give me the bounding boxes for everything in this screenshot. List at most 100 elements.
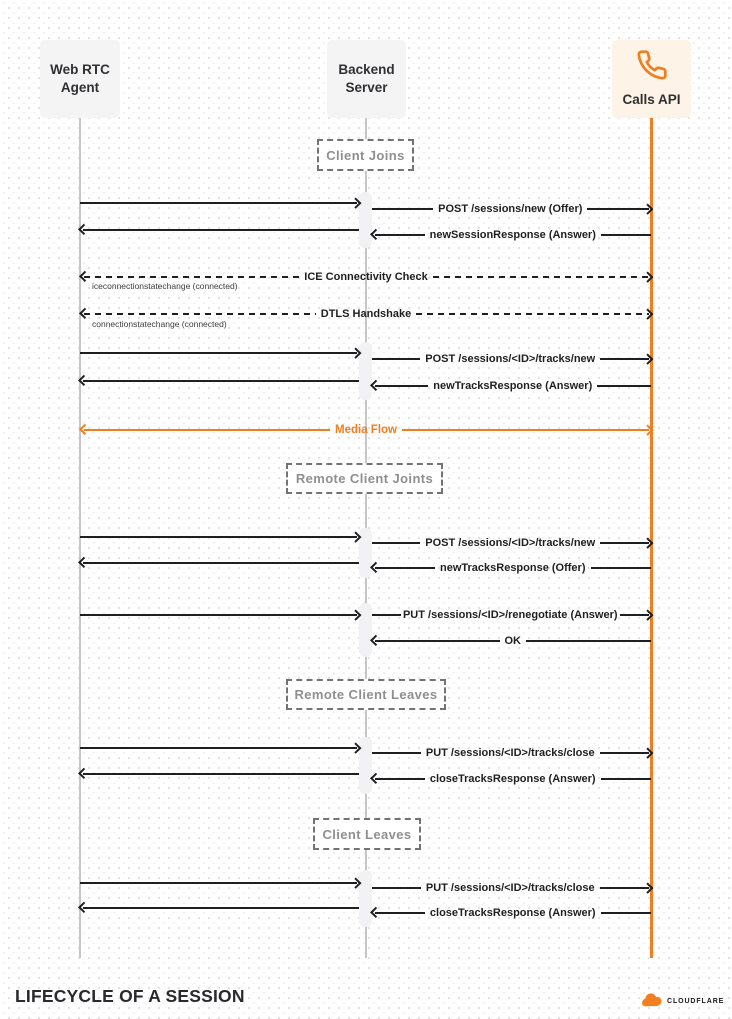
message-label: POST /sessions/<ID>/tracks/new	[425, 537, 596, 549]
arrow-line	[402, 429, 649, 431]
message-arrow-right	[80, 346, 361, 360]
message-label: Media Flow	[335, 424, 397, 436]
arrowhead-right-icon	[641, 882, 653, 894]
message-label: PUT /sessions/<ID>/renegotiate (Answer)	[402, 609, 618, 621]
message-arrow-both: ICE Connectivity Check	[79, 270, 653, 284]
arrow-line	[83, 429, 331, 431]
message-arrow-right: PUT /sessions/<ID>/tracks/close	[372, 881, 653, 895]
message-label: closeTracksResponse (Answer)	[429, 773, 596, 785]
event-annotation: iceconnectionstatechange (connected)	[92, 281, 238, 291]
message-arrow-left: OK	[370, 634, 651, 648]
arrow-line	[600, 778, 651, 780]
arrowhead-right-icon	[641, 609, 653, 621]
arrow-line	[597, 385, 652, 387]
phase-label: Remote Client Joints	[295, 471, 434, 486]
arrowhead-left-icon	[78, 557, 90, 569]
arrow-line	[372, 208, 434, 210]
arrowhead-right-icon	[641, 203, 653, 215]
arrow-line	[82, 380, 359, 382]
arrowhead-left-icon	[79, 308, 91, 320]
message-label: OK	[504, 635, 522, 647]
phone-icon	[636, 49, 668, 86]
cloudflare-logo-icon	[639, 991, 664, 1012]
phase-label: Remote Client Leaves	[294, 687, 438, 702]
arrow-line	[590, 567, 651, 569]
actor-label: Server	[345, 80, 388, 95]
message-label: DTLS Handshake	[320, 308, 412, 320]
activation-bar	[359, 603, 372, 657]
message-arrow-left: newTracksResponse (Answer)	[370, 379, 652, 393]
arrow-line	[372, 614, 401, 616]
message-arrow-left	[78, 374, 359, 388]
arrow-line	[372, 887, 421, 889]
arrow-line	[80, 536, 357, 538]
arrow-dashed-line	[83, 275, 300, 279]
message-label: PUT /sessions/<ID>/tracks/close	[425, 882, 595, 894]
arrowhead-right-icon	[641, 353, 653, 365]
arrowhead-right-icon	[349, 197, 361, 209]
arrowhead-right-icon	[349, 531, 361, 543]
arrowhead-left-icon	[79, 424, 91, 436]
message-label: ICE Connectivity Check	[304, 271, 428, 283]
actor-calls-api: Calls API	[612, 40, 691, 118]
actor-webrtc-agent: Web RTC Agent	[40, 40, 120, 118]
message-arrow-left	[78, 901, 359, 915]
activation-bar	[359, 192, 372, 248]
arrowhead-right-icon	[349, 877, 361, 889]
arrowhead-right-icon	[349, 609, 361, 621]
actor-label: Calls API	[622, 91, 681, 107]
cloudflare-brand: CLOUDFLARE	[639, 991, 724, 1012]
message-label: closeTracksResponse (Answer)	[429, 907, 596, 919]
message-arrow-left	[78, 223, 359, 237]
arrowhead-left-icon	[78, 224, 90, 236]
activation-bar	[359, 342, 372, 400]
message-arrow-left	[78, 556, 359, 570]
phase-remote-client-leaves: Remote Client Leaves	[286, 679, 446, 710]
arrow-line	[600, 912, 651, 914]
arrow-line	[600, 358, 649, 360]
phase-client-joins: Client Joins	[317, 139, 414, 171]
arrowhead-left-icon	[370, 907, 382, 919]
phase-label: Client Leaves	[322, 826, 412, 842]
actor-label: Web RTC	[50, 62, 110, 78]
message-arrow-right: POST /sessions/<ID>/tracks/new	[372, 536, 653, 550]
arrow-line	[80, 202, 357, 204]
arrow-line	[80, 352, 357, 354]
arrowhead-left-icon	[370, 773, 382, 785]
arrow-line	[587, 208, 649, 210]
arrow-line	[374, 567, 435, 569]
page-title: LIFECYCLE OF A SESSION	[15, 986, 245, 1006]
arrow-line	[80, 882, 357, 884]
message-arrow-left	[78, 767, 359, 781]
message-arrow-right: PUT /sessions/<ID>/tracks/close	[372, 746, 653, 760]
arrowhead-left-icon	[370, 562, 382, 574]
activation-bar	[359, 870, 372, 927]
message-arrow-right: POST /sessions/<ID>/tracks/new	[372, 352, 653, 366]
arrow-line	[374, 778, 425, 780]
message-arrow-right: PUT /sessions/<ID>/renegotiate (Answer)	[372, 608, 653, 622]
message-arrow-left: newSessionResponse (Answer)	[370, 228, 651, 242]
arrow-line	[82, 562, 359, 564]
arrowhead-left-icon	[78, 375, 90, 387]
message-arrow-both: DTLS Handshake	[79, 307, 653, 321]
arrow-line	[82, 773, 359, 775]
message-label: POST /sessions/new (Offer)	[438, 203, 583, 215]
message-arrow-left: closeTracksResponse (Answer)	[370, 906, 651, 920]
arrow-dashed-line	[83, 312, 316, 316]
arrowhead-left-icon	[370, 380, 382, 392]
event-annotation: connectionstatechange (connected)	[92, 319, 227, 329]
phase-client-leaves: Client Leaves	[313, 818, 421, 850]
actor-label: Agent	[60, 80, 100, 95]
message-label: newTracksResponse (Offer)	[440, 562, 586, 574]
message-label: newSessionResponse (Answer)	[429, 229, 596, 241]
arrow-line	[619, 614, 649, 616]
arrow-line	[600, 234, 651, 236]
cloudflare-wordmark: CLOUDFLARE	[667, 998, 725, 1005]
message-arrow-right	[80, 741, 361, 755]
message-arrow-right	[80, 608, 361, 622]
arrow-line	[374, 234, 425, 236]
media-flow-arrow: Media Flow	[79, 423, 653, 437]
message-arrow-right: POST /sessions/new (Offer)	[372, 202, 653, 216]
message-arrow-left: closeTracksResponse (Answer)	[370, 772, 651, 786]
arrow-dashed-line	[432, 275, 649, 279]
